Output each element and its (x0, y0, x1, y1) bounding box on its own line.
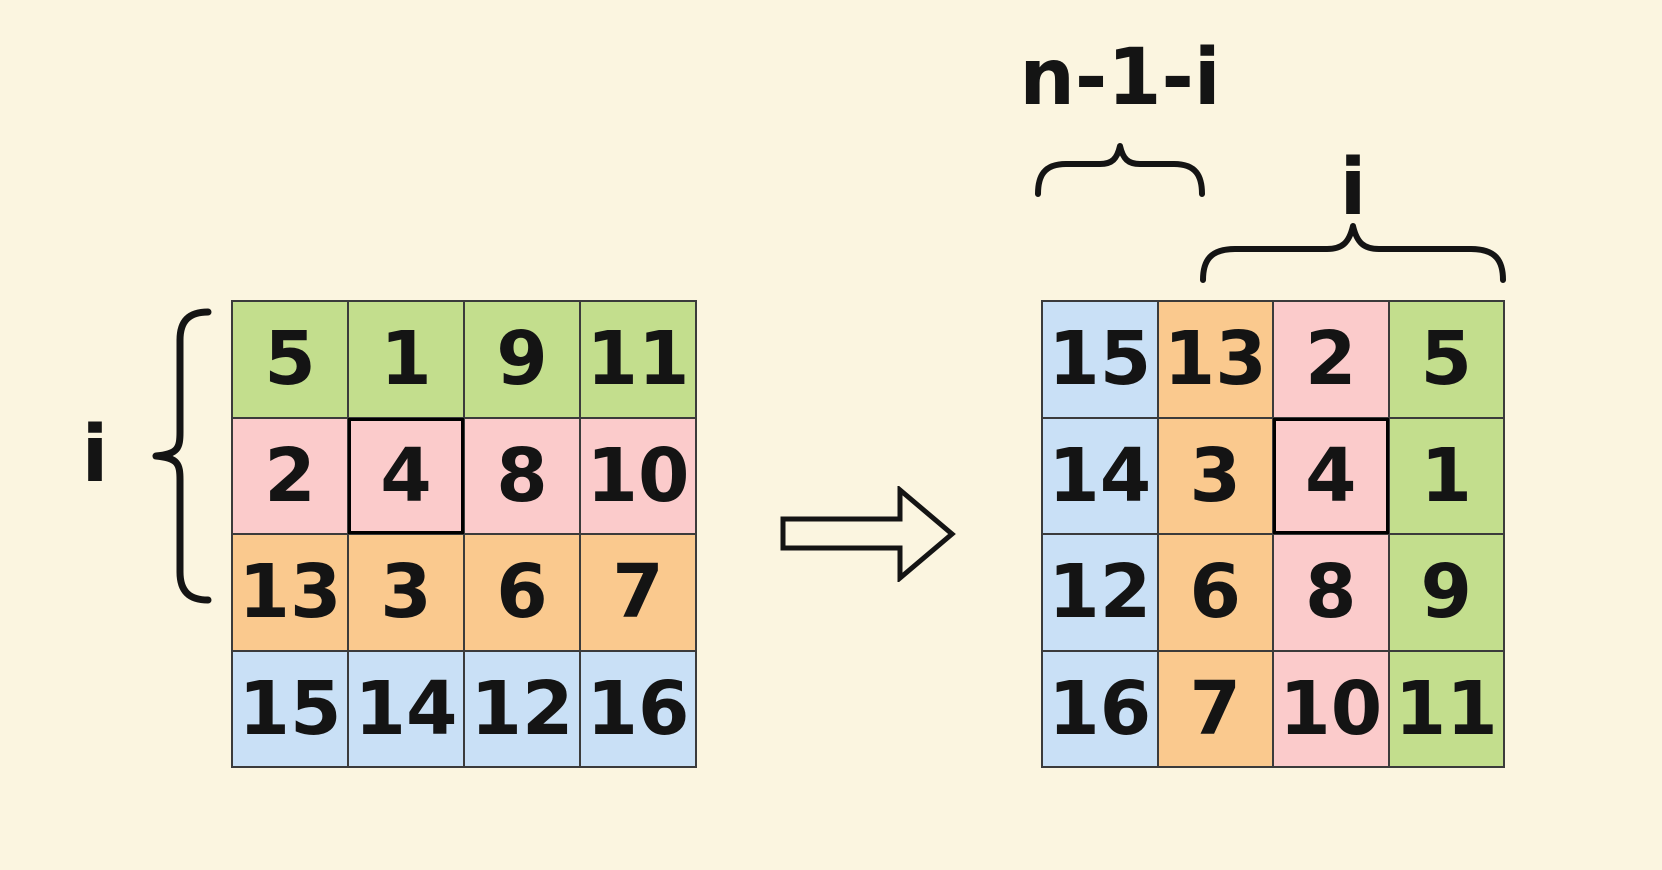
rotated-matrix: 15 13 2 5 14 3 4 1 12 6 8 9 16 7 10 11 (1041, 300, 1505, 768)
grid-cell-highlighted: 4 (348, 417, 464, 534)
left-rows-brace (152, 308, 212, 604)
grid-cell: 14 (1042, 417, 1158, 534)
grid-cell: 2 (1273, 301, 1389, 418)
grid-cell: 9 (1388, 534, 1504, 651)
grid-cell: 15 (1042, 301, 1158, 418)
grid-cell: 6 (1157, 534, 1273, 651)
grid-cell: 6 (464, 534, 580, 651)
first-column-brace (1035, 143, 1205, 197)
grid-cell: 9 (464, 301, 580, 418)
grid-cell: 11 (1388, 650, 1504, 767)
grid-cell: 1 (1388, 417, 1504, 534)
grid-cell: 3 (1157, 417, 1273, 534)
grid-cell: 13 (1157, 301, 1273, 418)
grid-cell: 13 (232, 534, 348, 651)
grid-cell: 10 (1273, 650, 1389, 767)
grid-cell: 8 (464, 417, 580, 534)
source-matrix: 5 1 9 11 2 4 8 10 13 3 6 7 15 14 12 16 (231, 300, 697, 768)
grid-cell: 8 (1273, 534, 1389, 651)
grid-cell: 5 (232, 301, 348, 418)
grid-cell: 3 (348, 534, 464, 651)
grid-cell-highlighted: 4 (1273, 417, 1389, 534)
grid-cell: 14 (348, 650, 464, 767)
remaining-columns-brace-label: i (1339, 143, 1367, 233)
grid-cell: 7 (1157, 650, 1273, 767)
left-rows-brace-label: i (81, 410, 109, 500)
grid-cell: 16 (1042, 650, 1158, 767)
remaining-columns-brace (1200, 223, 1506, 283)
grid-cell: 15 (232, 650, 348, 767)
grid-cell: 5 (1388, 301, 1504, 418)
grid-cell: 2 (232, 417, 348, 534)
grid-cell: 7 (580, 534, 696, 651)
grid-cell: 12 (1042, 534, 1158, 651)
grid-cell: 11 (580, 301, 696, 418)
grid-cell: 10 (580, 417, 696, 534)
grid-cell: 12 (464, 650, 580, 767)
grid-cell: 16 (580, 650, 696, 767)
first-column-brace-label: n-1-i (1019, 33, 1221, 123)
right-arrow-icon (780, 486, 956, 582)
grid-cell: 1 (348, 301, 464, 418)
